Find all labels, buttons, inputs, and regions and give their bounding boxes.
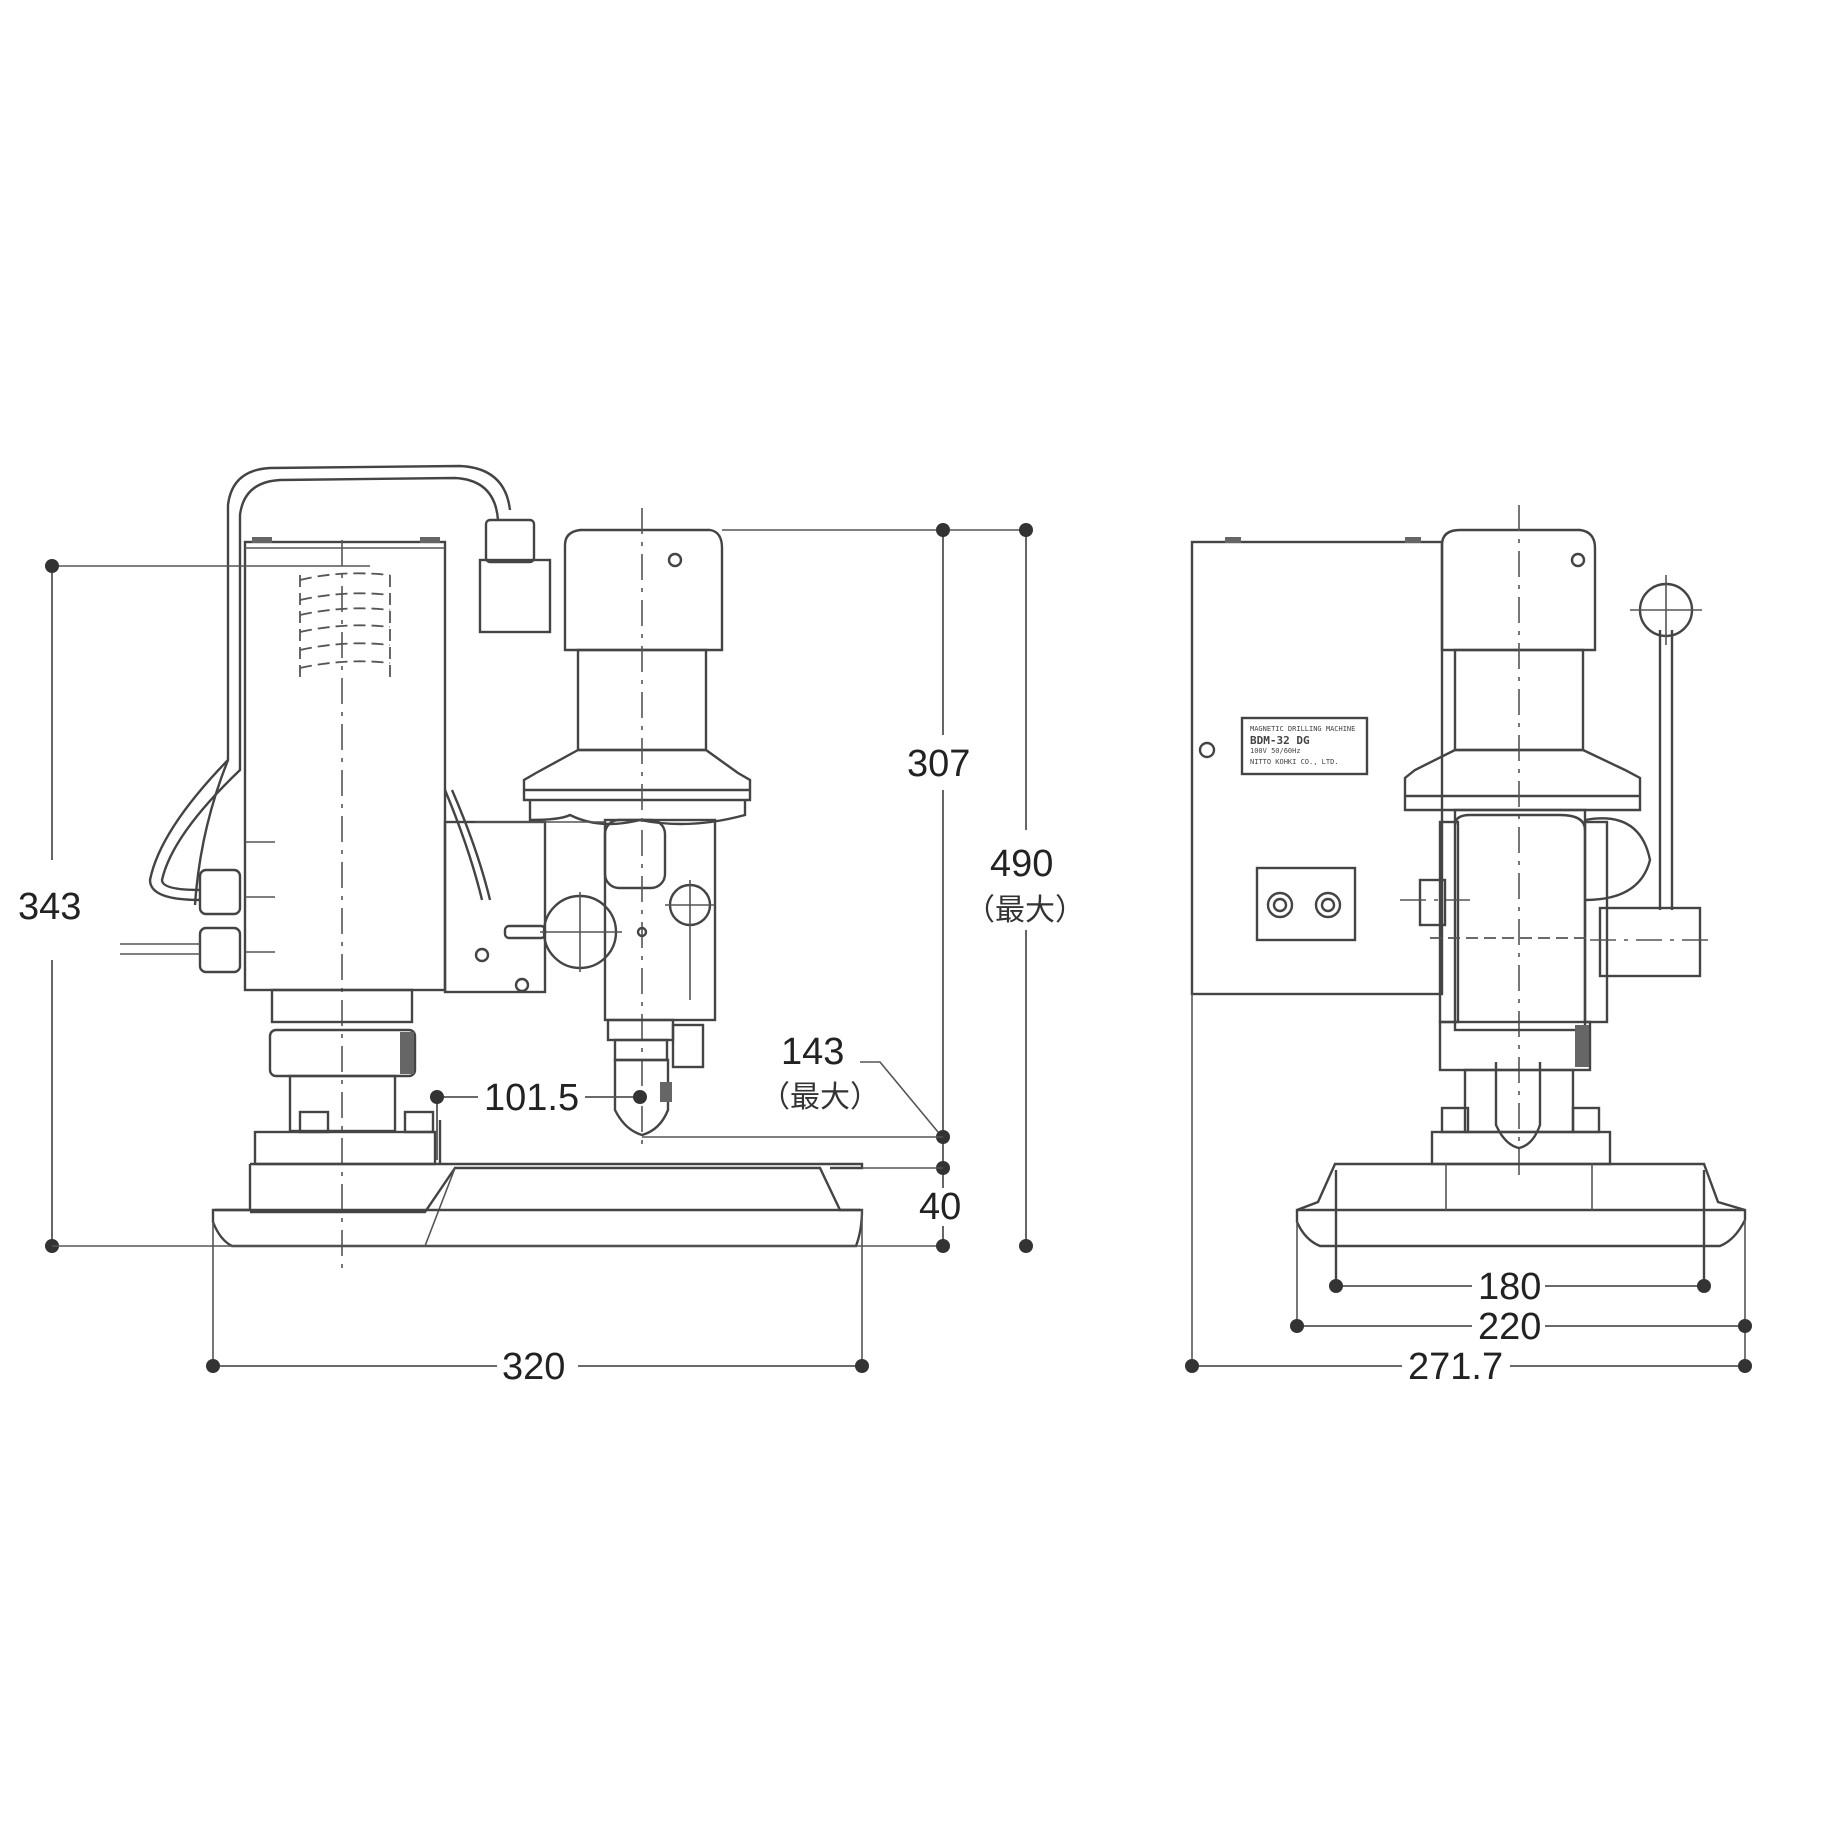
dim-490: 490: [986, 845, 1058, 883]
nameplate: MAGNETIC DRILLING MACHINE BDM-32 DG 100V…: [1250, 724, 1362, 768]
dim-307: 307: [903, 745, 975, 783]
dim-343: 343: [14, 888, 86, 926]
nameplate-line4: NITTO KOHKI CO., LTD.: [1250, 758, 1339, 766]
dim-143: 143: [777, 1033, 849, 1071]
dim-180: 180: [1474, 1268, 1546, 1306]
front-view: [1190, 505, 1747, 1286]
dim-220: 220: [1474, 1308, 1546, 1346]
nameplate-line3: 100V 50/60Hz: [1250, 747, 1301, 755]
side-view: [120, 464, 864, 1275]
dim-490-note: （最大）: [965, 894, 1085, 927]
dim-271-7: 271.7: [1404, 1348, 1508, 1386]
nameplate-model: BDM-32 DG: [1250, 734, 1310, 747]
nameplate-line1: MAGNETIC DRILLING MACHINE: [1250, 725, 1356, 733]
side-dimensions: [45, 523, 1033, 1373]
dim-143-note: （最大）: [760, 1081, 880, 1114]
dim-40: 40: [915, 1188, 966, 1226]
dim-320: 320: [498, 1348, 570, 1386]
front-dimensions: [1185, 994, 1752, 1373]
dim-101-5: 101.5: [480, 1079, 584, 1117]
